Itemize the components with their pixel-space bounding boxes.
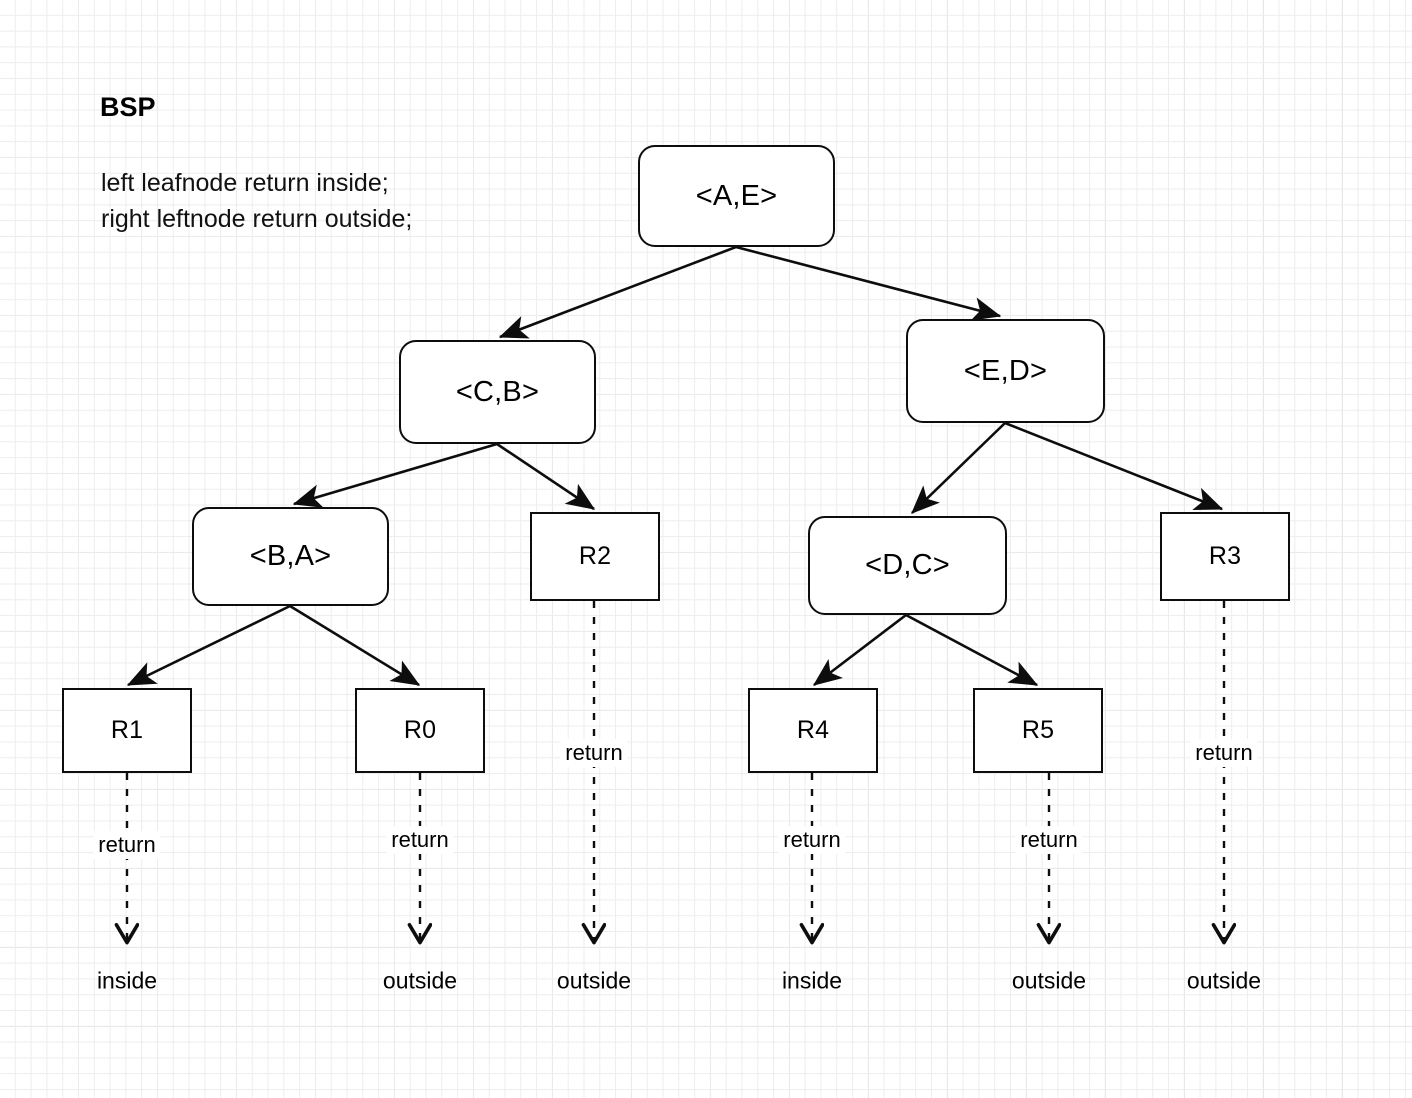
edge-ba-to-r1 [126,604,291,687]
tree-node-label: R5 [1021,716,1055,744]
tree-node-ed[interactable]: <E,D> [906,319,1105,423]
edge-ed-to-r3 [1004,421,1224,511]
legend-line-1: left leafnode return inside; [101,169,389,197]
tree-node-dc[interactable]: <D,C> [808,516,1007,615]
return-result-r1: inside [96,967,158,994]
return-label-r2: return [560,739,628,767]
tree-node-r0[interactable]: R0 [355,688,485,773]
edge-ed-to-dc [911,422,1006,514]
tree-node-r1[interactable]: R1 [62,688,192,773]
tree-node-r5[interactable]: R5 [973,688,1103,773]
return-label-r0: return [386,826,454,854]
edge-root-to-cb [498,245,737,339]
edge-cb-to-ba [292,442,498,508]
tree-node-label: R3 [1208,542,1242,570]
tree-node-label: <A,E> [695,179,778,212]
tree-node-ba[interactable]: <B,A> [192,507,389,606]
edge-cb-to-r2 [496,442,596,511]
tree-edges [126,245,1224,687]
tree-node-label: R4 [796,716,830,744]
return-label-r1: return [93,831,161,859]
tree-node-r2[interactable]: R2 [530,512,660,601]
legend-line-2: right leftnode return outside; [101,205,413,234]
edge-ba-to-r0 [289,604,421,687]
tree-node-label: <C,B> [455,375,540,408]
return-result-r3: outside [1186,967,1262,994]
tree-node-label: R0 [403,716,437,744]
return-label-r3: return [1190,739,1258,767]
edge-dc-to-r5 [905,613,1039,687]
tree-node-label: <B,A> [249,540,332,572]
edge-dc-to-r4 [812,613,907,687]
tree-node-label: R2 [578,542,612,570]
tree-node-r3[interactable]: R3 [1160,512,1290,601]
legend-text: left leafnode return inside; right leftn… [101,165,412,238]
tree-node-r4[interactable]: R4 [748,688,878,773]
page-title: BSP [100,92,156,122]
tree-node-label: <E,D> [963,354,1048,387]
tree-node-root[interactable]: <A,E> [638,145,835,247]
tree-node-label: R1 [110,716,144,744]
tree-node-cb[interactable]: <C,B> [399,340,596,444]
return-label-r5: return [1015,826,1083,854]
return-result-r2: outside [556,967,632,994]
edge-root-to-ed [735,245,1002,321]
tree-node-label: <D,C> [865,549,950,581]
return-result-r0: outside [382,967,458,994]
return-label-r4: return [778,826,846,854]
return-result-r4: inside [781,967,843,994]
return-result-r5: outside [1011,967,1087,994]
